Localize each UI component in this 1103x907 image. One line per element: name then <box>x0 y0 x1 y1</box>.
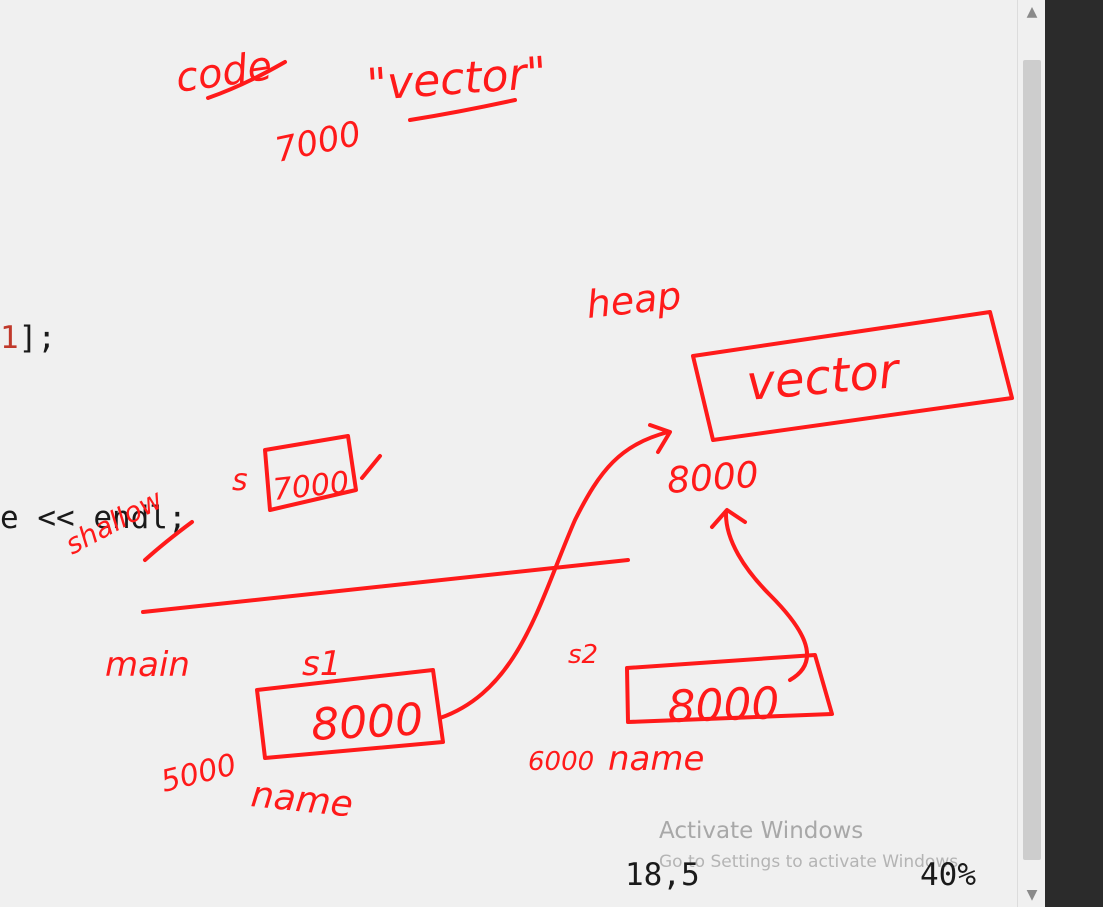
s2-pointer-arrow <box>723 510 810 682</box>
code-text: e << endl; <box>0 500 187 536</box>
zoom-level: 40% <box>920 857 976 893</box>
s2-arrowhead <box>710 508 747 529</box>
code-underline <box>206 60 287 100</box>
main-label: main <box>105 645 190 685</box>
activate-windows-subtitle: Go to Settings to activate Windows. <box>659 852 964 872</box>
background-strip <box>1045 0 1103 907</box>
s1-value: 8000 <box>310 694 425 751</box>
s-label: s <box>232 463 248 498</box>
scroll-up-icon[interactable]: ▲ <box>1026 4 1038 20</box>
code-line: 1]; <box>0 320 56 356</box>
vertical-scrollbar[interactable]: ▲ ▼ <box>1017 0 1046 907</box>
scroll-thumb[interactable] <box>1023 60 1041 860</box>
heap-address: 8000 <box>666 455 760 502</box>
shallow-underline <box>143 520 194 562</box>
activate-windows-title: Activate Windows <box>659 818 864 844</box>
s1-box <box>255 668 445 760</box>
s2-box <box>625 653 834 724</box>
s2-label: s2 <box>568 640 598 670</box>
s1-label: s1 <box>302 644 341 684</box>
s1-pointer-arrow <box>438 430 670 720</box>
heap-label: heap <box>584 273 683 327</box>
s2-address: 6000 <box>528 747 594 777</box>
code-line: e << endl; <box>0 500 187 536</box>
code-editor[interactable]: 1]; e << endl; Activate Windows Go to Se… <box>0 0 1017 907</box>
code-address: 7000 <box>272 114 365 171</box>
stack-divider-line <box>141 558 630 614</box>
s1-arrowhead <box>648 423 672 454</box>
shallow-label: shallow <box>60 483 168 562</box>
s-tick <box>360 454 382 480</box>
heap-box <box>691 310 1014 442</box>
handwritten-annotations: code "vector" 7000 heap vector 8000 s 70… <box>60 43 1014 826</box>
s-box <box>263 434 358 512</box>
scroll-down-icon[interactable]: ▼ <box>1026 887 1038 903</box>
heap-value: vector <box>744 343 904 412</box>
code-string-underline <box>408 98 517 122</box>
s2-value: 8000 <box>667 678 781 733</box>
code-text: ]; <box>18 320 56 356</box>
number-literal: 1 <box>0 320 19 356</box>
s1-field: name <box>249 774 355 825</box>
code-string: "vector" <box>365 48 548 111</box>
s2-field: name <box>608 739 704 779</box>
cursor-position: 18,5 <box>625 857 700 893</box>
s1-address: 5000 <box>157 747 240 799</box>
s-value: 7000 <box>271 465 351 508</box>
